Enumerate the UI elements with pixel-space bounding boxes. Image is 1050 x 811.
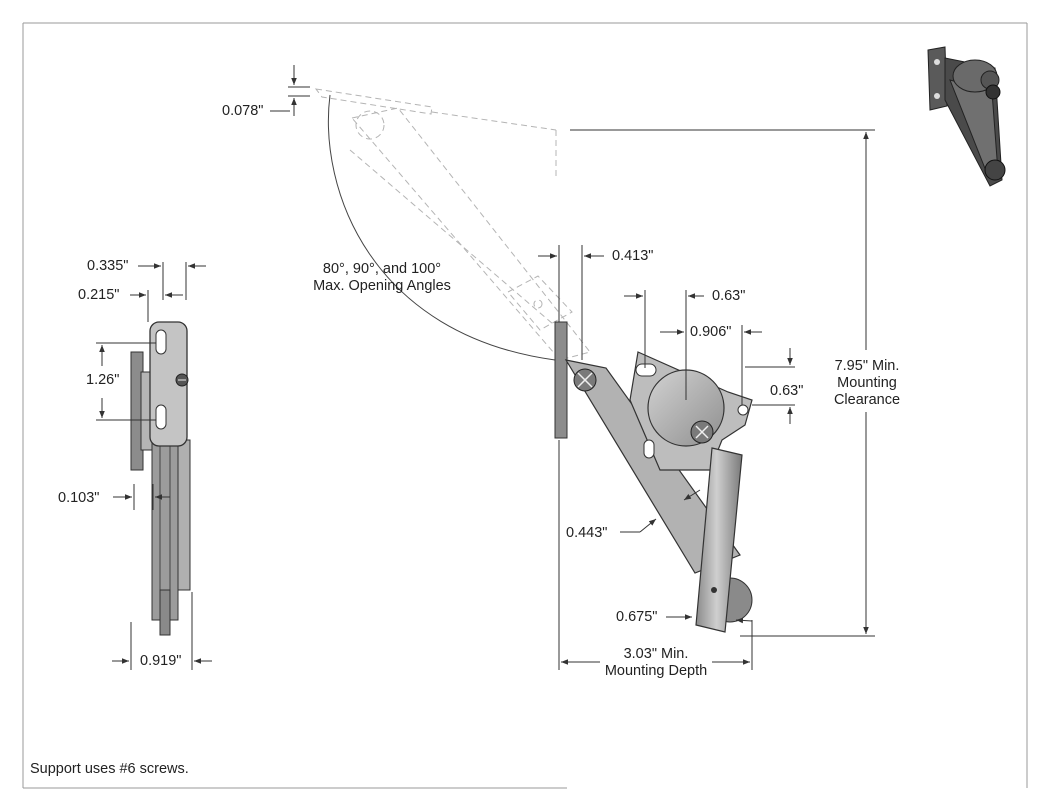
mounting-clearance-line-3: Clearance bbox=[833, 392, 901, 408]
dim-roller-offset: 0.675" bbox=[616, 609, 658, 625]
dim-arm-width: 0.443" bbox=[566, 525, 608, 541]
opening-angles-line-1: 80°, 90°, and 100° bbox=[322, 261, 442, 277]
mounting-depth-line-2: Mounting Depth bbox=[604, 663, 708, 679]
mounting-depth-label: 3.03" Min. Mounting Depth bbox=[596, 646, 716, 680]
side-view-dimensions bbox=[96, 262, 212, 670]
mounting-clearance-line-1: 7.95" Min. bbox=[834, 358, 900, 374]
dim-pivot-offset: 0.413" bbox=[612, 248, 654, 264]
opening-angles-line-2: Max. Opening Angles bbox=[313, 278, 451, 294]
drawing-border bbox=[22, 22, 1028, 789]
dim-hole-offset-x: 0.63" bbox=[712, 288, 746, 304]
dim-drum-offset: 0.906" bbox=[690, 324, 732, 340]
opening-angle-arc bbox=[327, 94, 556, 361]
dim-hinge-offset: 0.078" bbox=[222, 103, 264, 119]
isometric-view bbox=[927, 46, 1006, 187]
mounting-depth-line-1: 3.03" Min. bbox=[623, 646, 689, 662]
opening-angles-label: 80°, 90°, and 100° Max. Opening Angles bbox=[294, 261, 470, 295]
screw-note: Support uses #6 screws. bbox=[30, 761, 189, 777]
dim-plate-thickness: 0.103" bbox=[58, 490, 100, 506]
mounting-clearance-label: 7.95" Min. Mounting Clearance bbox=[821, 358, 913, 409]
lid-support-part bbox=[554, 321, 753, 633]
side-view bbox=[130, 321, 191, 636]
phantom-open-position bbox=[314, 88, 591, 361]
main-view-dimensions bbox=[270, 65, 875, 670]
dim-side-depth-1: 0.335" bbox=[87, 258, 129, 274]
dim-side-depth-2: 0.215" bbox=[78, 287, 120, 303]
dim-overall-width: 0.919" bbox=[140, 653, 182, 669]
mounting-clearance-line-2: Mounting bbox=[837, 375, 897, 391]
dim-hole-offset-y: 0.63" bbox=[770, 383, 804, 399]
dim-slot-spacing: 1.26" bbox=[86, 372, 120, 388]
